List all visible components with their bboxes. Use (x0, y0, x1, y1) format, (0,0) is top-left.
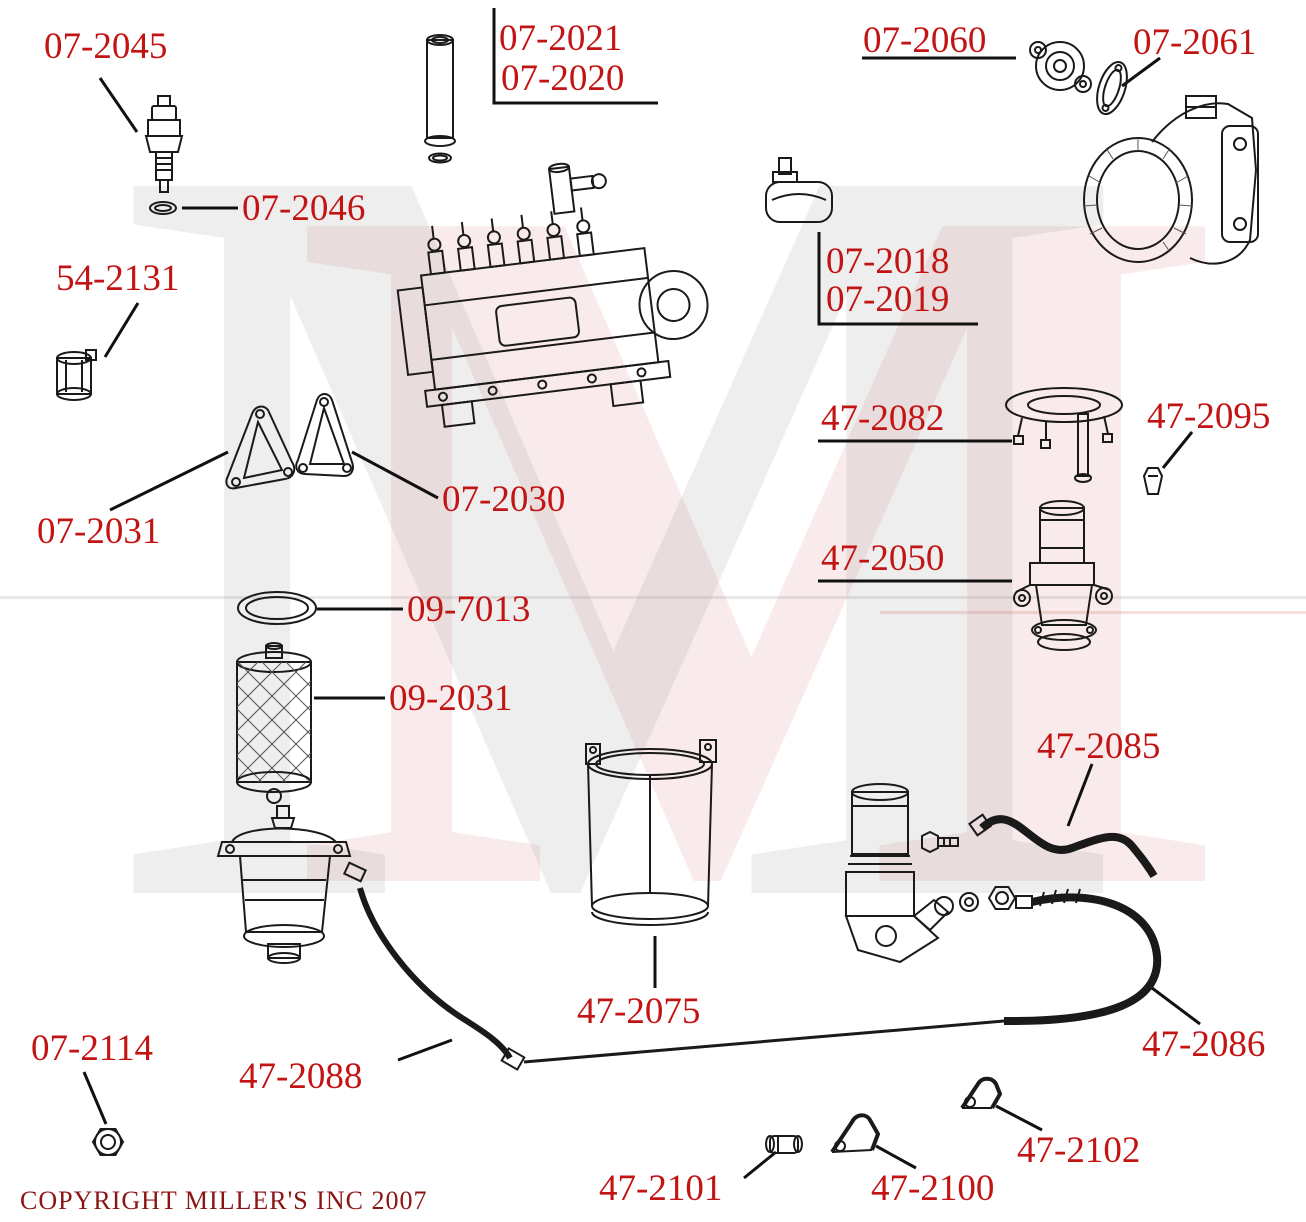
o-ring-drawing-09-7013 (237, 591, 317, 625)
bracket-drawing-47-2102 (960, 1076, 1003, 1110)
gasket-drawing-07-2030 (295, 393, 354, 478)
part-label-07-2030: 07-2030 (442, 479, 566, 520)
part-label-47-2086: 47-2086 (1142, 1024, 1266, 1065)
part-label-47-2085: 47-2085 (1037, 726, 1161, 767)
part-label-47-2095: 47-2095 (1147, 396, 1271, 437)
part-label-07-2019: 07-2019 (826, 279, 950, 320)
part-label-09-2031: 09-2031 (389, 678, 513, 719)
part-label-47-2050: 47-2050 (821, 538, 945, 579)
watermark-horizontal-line-gray (0, 596, 1306, 599)
part-label-47-2101: 47-2101 (599, 1168, 723, 1209)
fuel-pump-drawing-bottom-right (844, 783, 1017, 964)
part-label-47-2088: 47-2088 (239, 1056, 363, 1097)
part-label-07-2114: 07-2114 (31, 1028, 153, 1069)
canister-drawing-54-2131 (56, 349, 97, 401)
part-label-07-2046: 07-2046 (242, 188, 366, 229)
part-label-54-2131: 54-2131 (56, 258, 180, 299)
hose-drawing-47-2085 (968, 813, 1158, 879)
clip-drawing-47-2101 (765, 1135, 803, 1154)
fuel-pipe-drawing-47-2088 (342, 861, 1005, 1071)
part-label-47-2082: 47-2082 (821, 398, 945, 439)
clip-drawing-47-2095 (1142, 467, 1164, 495)
part-label-47-2102: 47-2102 (1017, 1130, 1141, 1171)
leader-lines (82, 8, 1201, 1180)
copyright-text: COPYRIGHT MILLER'S INC 2007 (20, 1186, 428, 1215)
part-label-07-2045: 07-2045 (44, 26, 168, 67)
hose-drawing-47-2086 (1003, 888, 1162, 1026)
gasket-drawing-07-2031 (225, 405, 296, 490)
part-label-47-2100: 47-2100 (871, 1168, 995, 1209)
part-label-07-2061: 07-2061 (1133, 22, 1257, 63)
part-label-07-2020: 07-2020 (501, 58, 625, 99)
part-label-07-2031: 07-2031 (37, 511, 161, 552)
cover-drawing-07-2060 (1029, 41, 1092, 93)
watermark-horizontal-line-pink (880, 611, 1306, 614)
tube-drawing-07-2021-07-2020 (424, 34, 456, 164)
mounting-plate-drawing-47-2082 (1005, 387, 1123, 483)
bracket-drawing-47-2100 (830, 1113, 881, 1154)
canister-drawing-47-2075 (585, 739, 717, 926)
filter-element-drawing-09-2031 (236, 642, 312, 804)
valve-drawing-07-2018-07-2019 (765, 157, 833, 223)
injection-pump-drawing (396, 162, 709, 428)
fuel-pump-drawing-47-2050 (1013, 500, 1113, 651)
gasket-drawing-07-2061 (1096, 61, 1128, 115)
sensor-drawing-07-2045 (144, 95, 184, 193)
part-label-07-2018: 07-2018 (826, 241, 950, 282)
part-label-47-2075: 47-2075 (577, 991, 701, 1032)
o-ring-drawing-07-2046 (149, 201, 177, 215)
part-label-07-2060: 07-2060 (863, 20, 987, 61)
part-label-07-2021: 07-2021 (499, 18, 623, 59)
nut-drawing-07-2114 (91, 1128, 125, 1156)
part-label-09-7013: 09-7013 (407, 589, 531, 630)
fuel-filter-housing-drawing (216, 805, 352, 964)
venturi-housing-drawing (1083, 95, 1259, 265)
